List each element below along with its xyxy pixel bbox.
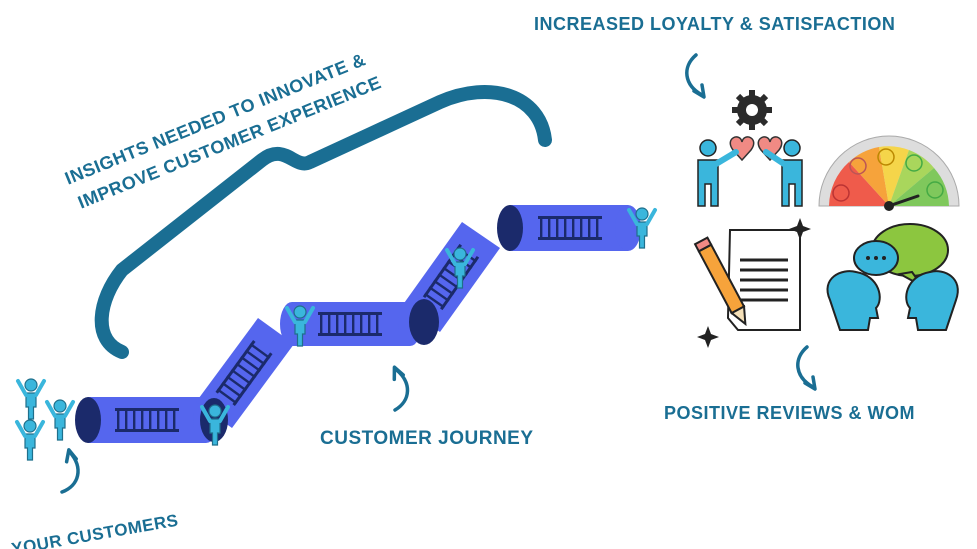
loyalty-label: INCREASED LOYALTY & SATISFACTION <box>534 14 896 34</box>
sparkle-icon <box>789 218 811 240</box>
head-icon <box>826 270 881 331</box>
arrow-icon <box>52 448 87 497</box>
arrow-icon <box>685 53 706 99</box>
gauge-icon <box>818 135 960 211</box>
gear-icon <box>732 90 772 130</box>
smiley-icon <box>877 148 895 166</box>
person-icon <box>16 377 46 421</box>
person-icon <box>763 139 803 207</box>
smiley-icon <box>926 181 944 199</box>
smiley-icon <box>849 157 867 175</box>
person-icon <box>15 418 45 462</box>
arrow-icon <box>385 365 414 414</box>
pencil-icon <box>693 236 747 327</box>
tube-segment <box>75 397 219 443</box>
smiley-icon <box>905 154 923 172</box>
customer-journey-label: CUSTOMER JOURNEY <box>320 428 534 449</box>
reviews-label: POSITIVE REVIEWS & WOM <box>664 403 916 423</box>
heart-icon <box>729 136 755 162</box>
tube-segment <box>402 222 500 345</box>
head-icon <box>905 270 959 331</box>
heart-icon <box>757 136 783 162</box>
arrow-icon <box>796 345 817 391</box>
speech-bubble-icon <box>853 240 899 276</box>
tube-segment <box>497 205 641 251</box>
person-icon <box>45 398 75 442</box>
smiley-icon <box>832 184 850 202</box>
sparkle-icon <box>697 326 719 348</box>
person-icon <box>697 139 739 207</box>
brace-shape <box>94 85 552 359</box>
